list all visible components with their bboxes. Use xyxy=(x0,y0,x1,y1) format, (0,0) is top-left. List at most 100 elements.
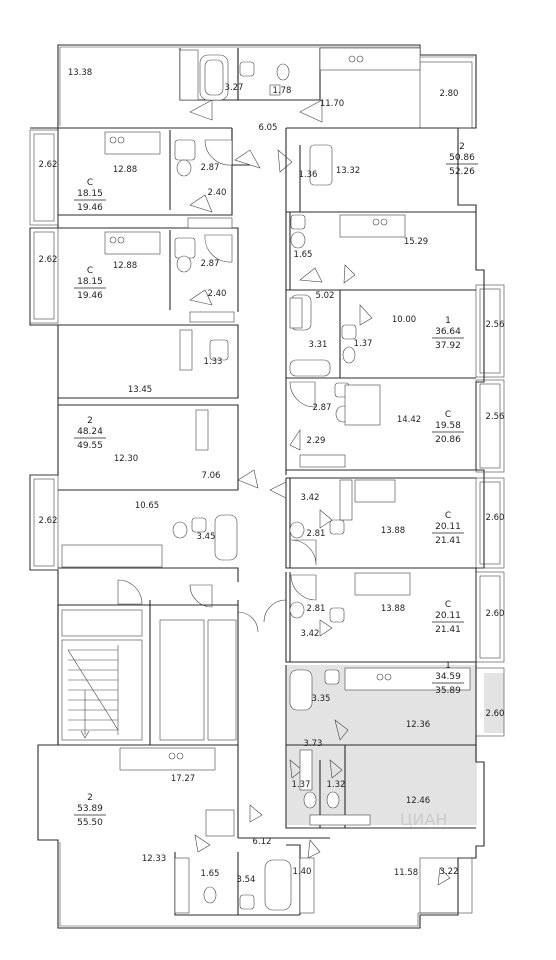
room-area-label: 2.56 xyxy=(486,412,505,422)
watermark: ЦИАН xyxy=(400,810,447,829)
apartment-total-area: 21.41 xyxy=(435,625,461,635)
room-area-label: 2.62 xyxy=(39,516,58,526)
room-area-label: 3.42 xyxy=(301,629,320,639)
room-area-label: 2.81 xyxy=(307,529,326,539)
room-area-label: 12.88 xyxy=(113,261,137,271)
room-area-label: 17.27 xyxy=(171,774,195,784)
right-balconies xyxy=(419,61,505,914)
apartment-rooms: С xyxy=(87,178,93,188)
stairwell xyxy=(61,609,237,741)
apartment-total-area: 19.46 xyxy=(77,291,103,301)
doors xyxy=(117,99,451,886)
room-area-label: 3.22 xyxy=(440,867,459,877)
room-area-label: 1.37 xyxy=(292,780,311,790)
apartment-rooms: С xyxy=(87,266,93,276)
apartment-rooms: 2 xyxy=(87,416,93,426)
room-area-label: 3.27 xyxy=(225,83,244,93)
room-area-label: 2.60 xyxy=(486,709,505,719)
apartment-total-area: 19.46 xyxy=(77,203,103,213)
room-area-label: 2.87 xyxy=(201,163,220,173)
room-area-label: 3.35 xyxy=(312,694,331,704)
room-area-label: 10.65 xyxy=(135,501,159,511)
room-area-label: 2.87 xyxy=(313,403,332,413)
room-area-label: 13.38 xyxy=(68,68,92,78)
room-area-label: 2.60 xyxy=(486,513,505,523)
room-area-label: 1.40 xyxy=(293,867,312,877)
room-area-label: 12.36 xyxy=(406,720,430,730)
room-area-label: 6.12 xyxy=(253,837,272,847)
apartment-living-area: 18.15 xyxy=(77,189,103,199)
apartment-rooms: 1 xyxy=(445,316,451,326)
apartment-rooms: С xyxy=(445,600,451,610)
room-area-label: 10.00 xyxy=(392,315,416,325)
apartment-labels: 250.8652.26С18.1519.46С18.1519.46136.643… xyxy=(74,142,478,828)
kitchen-units xyxy=(61,47,471,771)
room-area-label: 12.30 xyxy=(114,454,138,464)
room-area-label: 3.45 xyxy=(197,532,216,542)
apartment-rooms: 1 xyxy=(445,661,451,671)
room-area-label: 2.80 xyxy=(440,89,459,99)
apartment-living-area: 36.64 xyxy=(435,327,461,337)
apartment-living-area: 20.11 xyxy=(435,611,461,621)
room-area-label: 2.56 xyxy=(486,320,505,330)
room-area-label: 2.40 xyxy=(208,188,227,198)
apartment-rooms: 2 xyxy=(87,793,93,803)
room-area-label: 1.78 xyxy=(273,86,292,96)
room-area-label: 7.06 xyxy=(202,471,221,481)
apartment-label: С20.11 21.41 xyxy=(432,600,464,635)
room-area-label: 1.37 xyxy=(354,339,373,349)
left-balconies xyxy=(29,129,59,571)
interior-walls xyxy=(57,48,476,916)
room-area-label: 3.73 xyxy=(304,739,323,749)
apartment-living-area: 48.24 xyxy=(77,427,103,437)
room-area-label: 3.54 xyxy=(237,875,256,885)
room-area-label: 11.58 xyxy=(394,868,418,878)
room-area-label: 3.42 xyxy=(301,493,320,503)
room-area-label: 13.32 xyxy=(336,166,360,176)
apartment-living-area: 50.86 xyxy=(449,153,475,163)
apartment-living-area: 34.59 xyxy=(435,672,461,682)
room-area-label: 1.65 xyxy=(201,869,220,879)
room-area-label: 3.31 xyxy=(309,340,328,350)
room-area-label: 2.62 xyxy=(39,160,58,170)
room-area-label: 2.87 xyxy=(201,259,220,269)
room-area-label: 14.42 xyxy=(397,415,421,425)
apartment-rooms: С xyxy=(445,511,451,521)
room-area-label: 1.32 xyxy=(327,780,346,790)
room-area-label: 11.70 xyxy=(320,99,344,109)
apartment-total-area: 52.26 xyxy=(449,167,475,177)
room-area-label: 5.02 xyxy=(316,291,335,301)
room-area-label: 12.46 xyxy=(406,796,430,806)
apartment-label: 136.64 37.92 xyxy=(432,316,464,351)
room-area-label: 1.65 xyxy=(294,250,313,260)
apartment-living-area: 19.58 xyxy=(435,421,461,431)
room-area-label: 12.88 xyxy=(113,165,137,175)
apartment-living-area: 53.89 xyxy=(77,804,103,814)
apartment-label: С19.58 20.86 xyxy=(432,410,464,445)
apartment-total-area: 37.92 xyxy=(435,341,461,351)
room-area-labels: 13.38 3.27 1.78 11.70 2.80 6.05 12.88 2.87 2.62 2… xyxy=(39,68,505,885)
room-area-label: 1.36 xyxy=(299,170,318,180)
room-area-label: 13.88 xyxy=(381,604,405,614)
room-area-label: 2.81 xyxy=(307,604,326,614)
room-area-label: 13.88 xyxy=(381,526,405,536)
apartment-rooms: С xyxy=(445,410,451,420)
apartment-label: 253.89 55.50 xyxy=(74,793,106,828)
apartment-label: 250.86 52.26 xyxy=(446,142,478,177)
apartment-total-area: 20.86 xyxy=(435,435,461,445)
room-area-label: 2.40 xyxy=(208,289,227,299)
apartment-living-area: 18.15 xyxy=(77,277,103,287)
apartment-total-area: 55.50 xyxy=(77,818,103,828)
room-area-label: 12.33 xyxy=(142,854,166,864)
room-area-label: 1.33 xyxy=(204,357,223,367)
room-area-label: 15.29 xyxy=(404,237,428,247)
room-area-label: 2.60 xyxy=(486,609,505,619)
hatched-units xyxy=(174,49,371,914)
apartment-total-area: 21.41 xyxy=(435,536,461,546)
apartment-label: С18.15 19.46 xyxy=(74,266,106,301)
apartment-rooms: 2 xyxy=(459,142,465,152)
room-area-label: 13.45 xyxy=(128,385,152,395)
room-area-label: 6.05 xyxy=(259,123,278,133)
